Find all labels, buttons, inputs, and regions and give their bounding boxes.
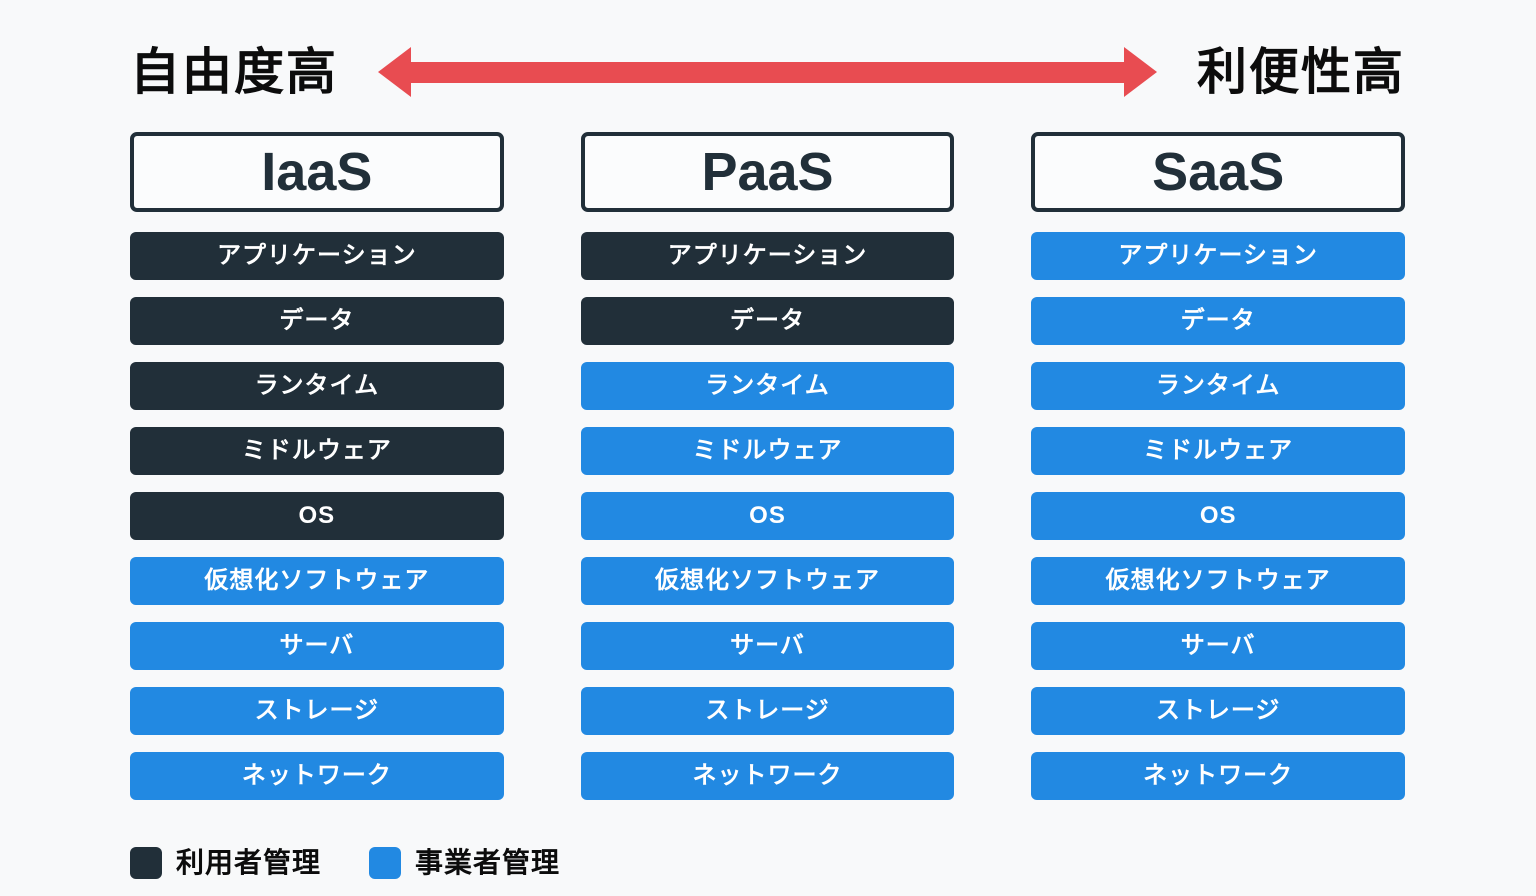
legend-label-provider-managed: 事業者管理 [415,847,561,878]
layer-middleware: ミドルウェア [580,427,955,475]
provider-managed-swatch [369,847,402,879]
service-model-columns: IaaS アプリケーション データ ランタイム ミドルウェア OS 仮想化ソフト… [130,132,1406,800]
layer-os: OS [130,492,504,540]
column-paas: PaaS アプリケーション データ ランタイム ミドルウェア OS 仮想化ソフト… [580,132,955,800]
layer-virtualization: 仮想化ソフトウェア [580,557,955,605]
layer-network: ネットワーク [130,752,504,800]
freedom-label: 自由度高 [130,44,338,100]
layer-application: アプリケーション [1031,232,1406,280]
legend-item-user-managed: 利用者管理 [130,847,321,879]
layer-virtualization: 仮想化ソフトウェア [1031,557,1406,605]
arrow-left-head-icon [378,47,411,97]
layer-runtime: ランタイム [130,362,504,410]
layer-storage: ストレージ [580,687,955,735]
arrow-right-head-icon [1124,47,1157,97]
column-title-saas: SaaS [1031,132,1406,212]
layer-data: データ [1031,297,1406,345]
layer-data: データ [130,297,504,345]
layer-storage: ストレージ [1031,687,1406,735]
arrow-shaft [411,61,1124,83]
layer-server: サーバ [580,622,955,670]
layer-storage: ストレージ [130,687,504,735]
layer-virtualization: 仮想化ソフトウェア [130,557,504,605]
layer-data: データ [580,297,955,345]
user-managed-swatch [130,847,162,879]
layer-network: ネットワーク [580,752,955,800]
layer-os: OS [1031,492,1406,540]
layer-runtime: ランタイム [580,362,955,410]
column-title-paas: PaaS [580,132,955,212]
legend-item-provider-managed: 事業者管理 [369,847,560,879]
layer-stack-paas: アプリケーション データ ランタイム ミドルウェア OS 仮想化ソフトウェア サ… [580,232,955,800]
column-iaas: IaaS アプリケーション データ ランタイム ミドルウェア OS 仮想化ソフト… [130,132,504,800]
freedom-convenience-axis: 自由度高 利便性高 [130,38,1405,106]
layer-middleware: ミドルウェア [1031,427,1406,475]
layer-stack-saas: アプリケーション データ ランタイム ミドルウェア OS 仮想化ソフトウェア サ… [1031,232,1406,800]
layer-application: アプリケーション [580,232,955,280]
column-title-iaas: IaaS [130,132,504,212]
legend: 利用者管理 事業者管理 [130,847,1405,879]
column-saas: SaaS アプリケーション データ ランタイム ミドルウェア OS 仮想化ソフト… [1031,132,1406,800]
layer-network: ネットワーク [1031,752,1406,800]
convenience-label: 利便性高 [1197,44,1405,100]
double-arrow-icon [378,47,1157,97]
legend-label-user-managed: 利用者管理 [176,847,322,878]
layer-application: アプリケーション [130,232,504,280]
layer-runtime: ランタイム [1031,362,1406,410]
layer-stack-iaas: アプリケーション データ ランタイム ミドルウェア OS 仮想化ソフトウェア サ… [130,232,504,800]
layer-os: OS [580,492,955,540]
layer-server: サーバ [130,622,504,670]
layer-middleware: ミドルウェア [130,427,504,475]
layer-server: サーバ [1031,622,1406,670]
